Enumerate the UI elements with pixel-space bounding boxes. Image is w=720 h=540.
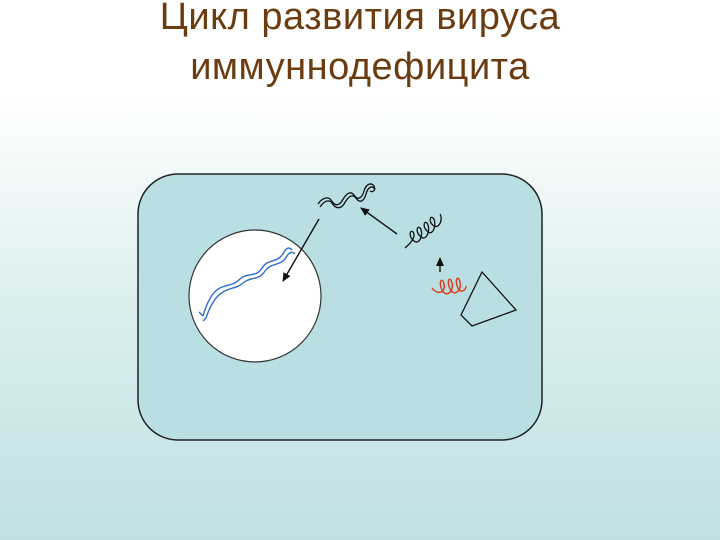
title-line-2: иммуннодефицита	[190, 46, 530, 88]
virus-capsid	[460, 270, 518, 327]
arrow-to-coil	[360, 207, 398, 235]
integrated-dna-strand	[198, 247, 296, 322]
title-line-1: Цикл развития вируса	[159, 0, 561, 38]
viral-dna-coil	[317, 183, 376, 209]
nucleus	[188, 229, 322, 363]
arrow-to-nucleus	[282, 218, 320, 282]
slide-title: Цикл развития вируса иммуннодефицита	[0, 0, 720, 92]
viral-dna-helix	[404, 213, 442, 249]
viral-rna-helix	[431, 277, 467, 295]
